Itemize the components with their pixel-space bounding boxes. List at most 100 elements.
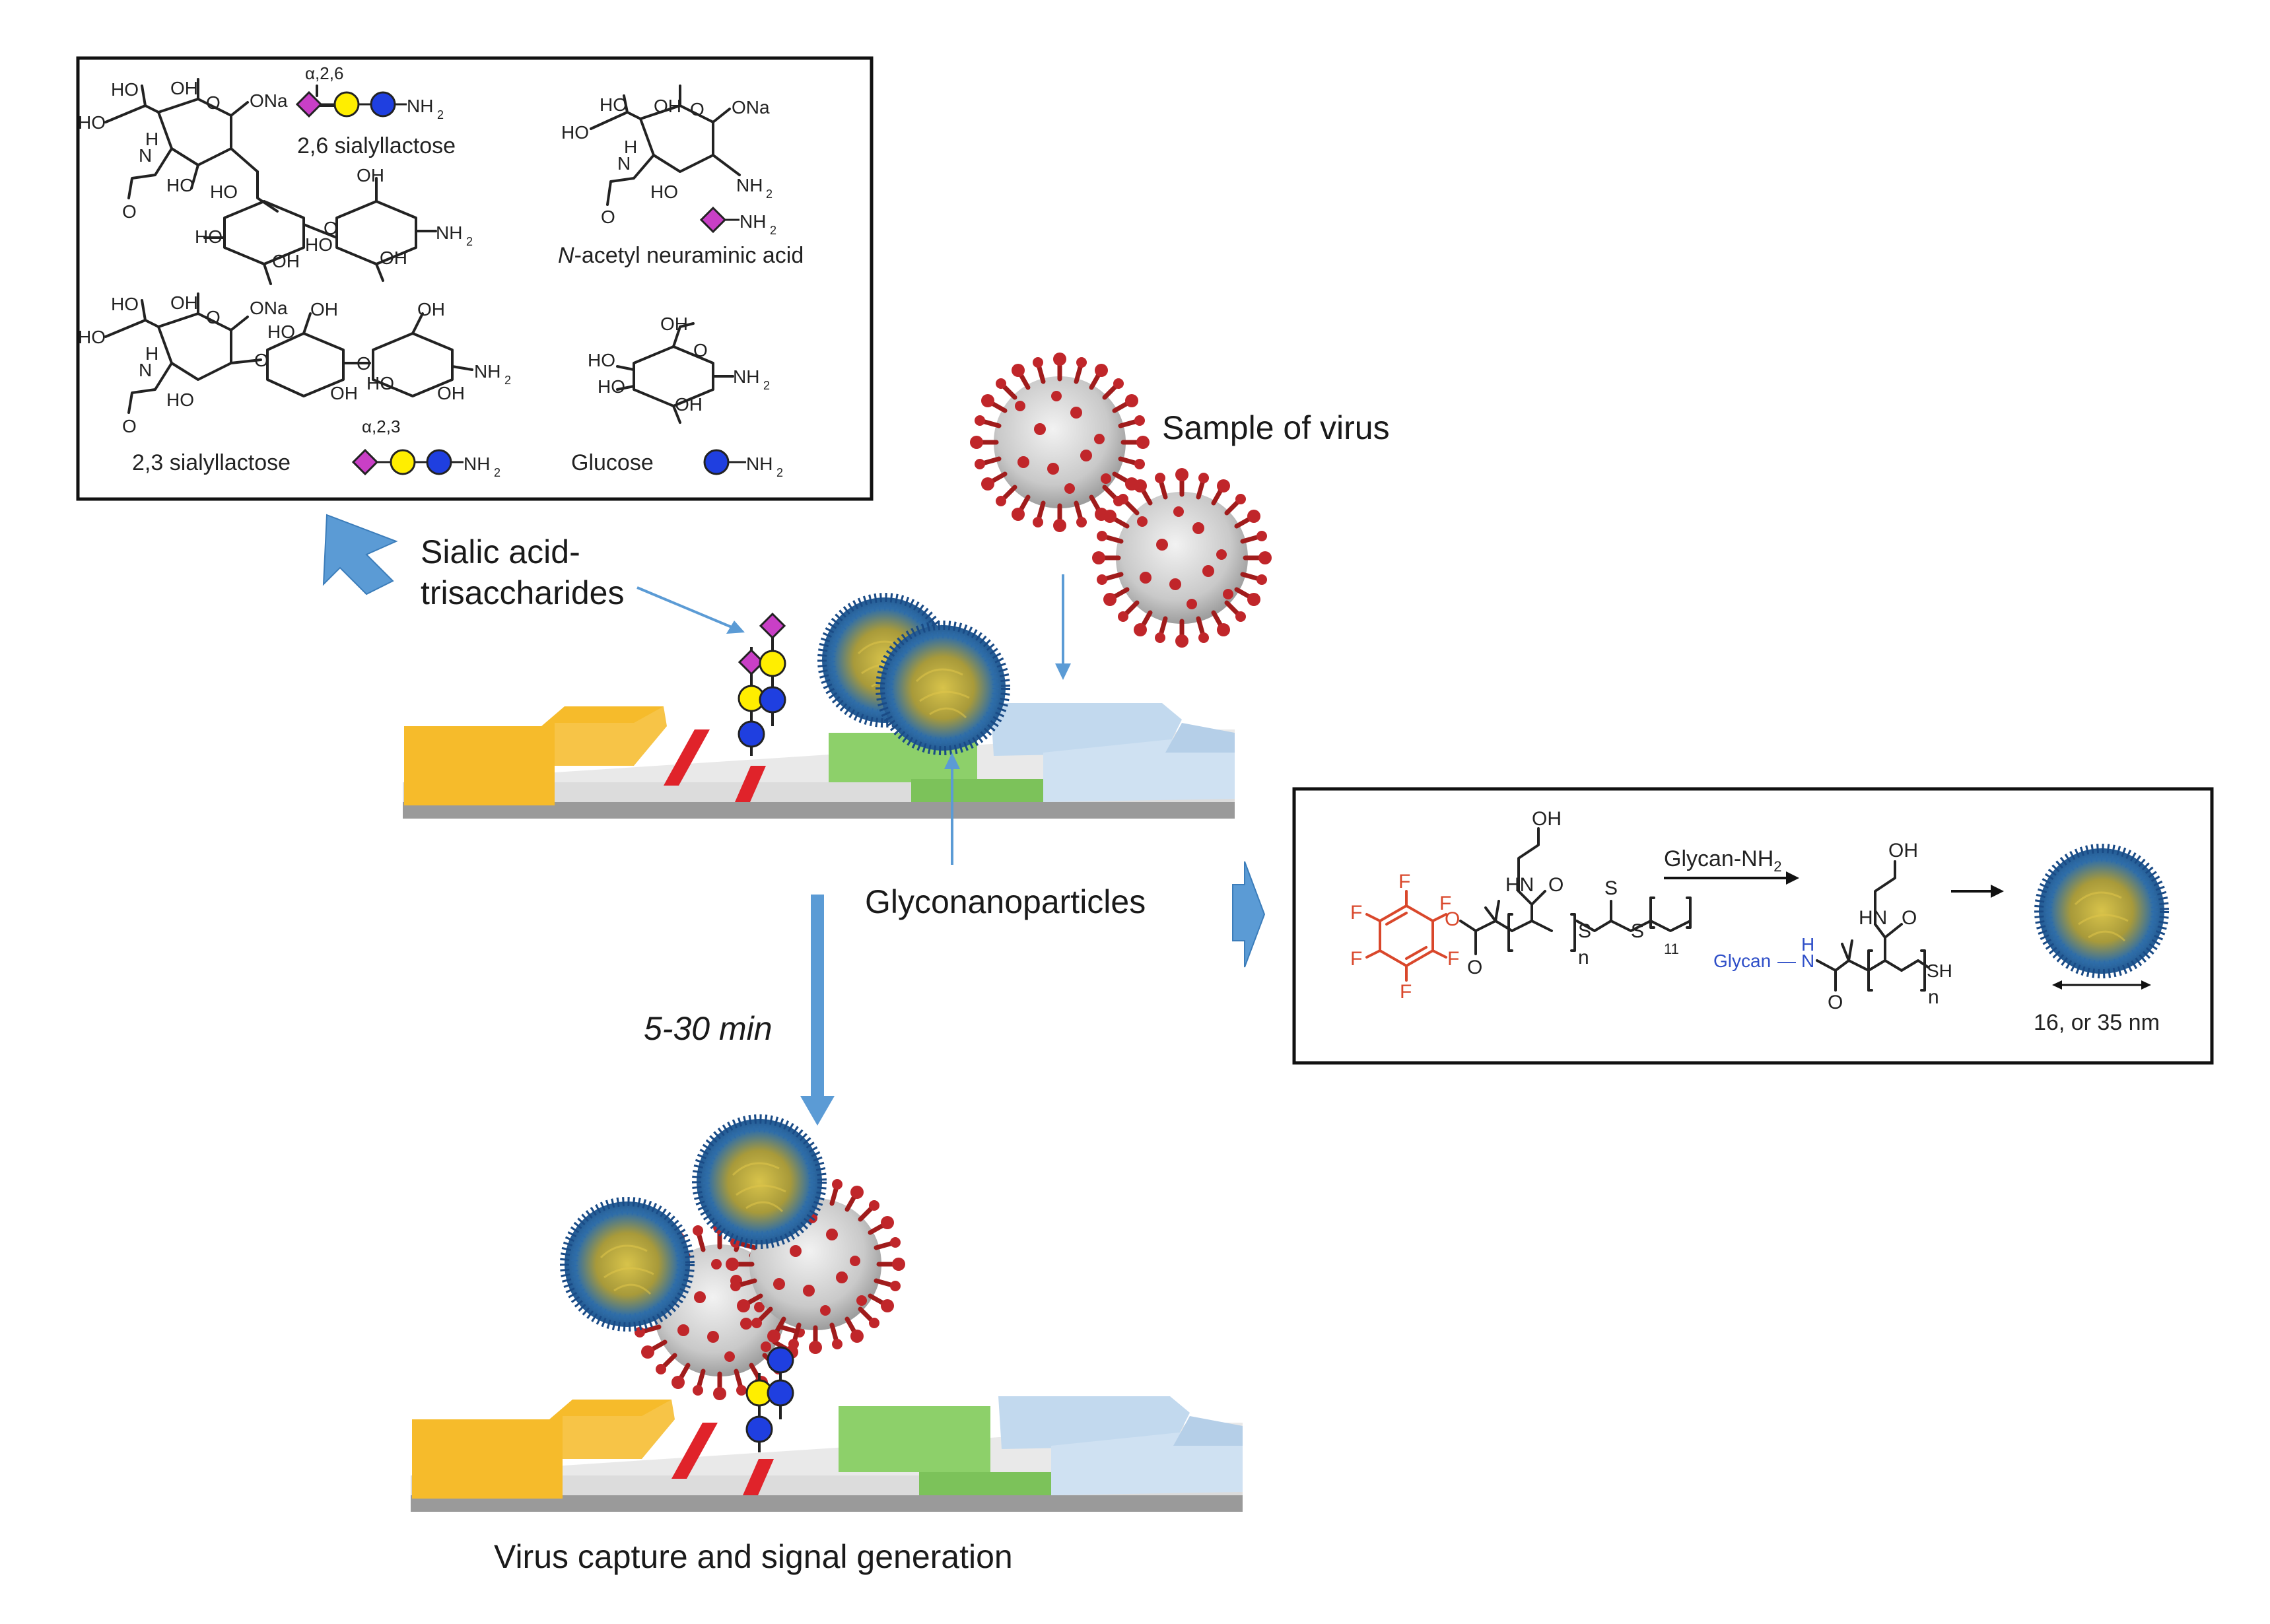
atom-label: NH <box>474 361 500 382</box>
atom-label: 11 <box>1664 941 1679 957</box>
atom-label: OH <box>272 251 300 271</box>
atom-label: O <box>206 92 221 113</box>
sialyllactose-2-6-name: 2,6 sialyllactose <box>297 133 456 158</box>
atom-label: F <box>1398 871 1410 893</box>
atom-label: S <box>1578 920 1591 942</box>
sialyllactose-2-3-structure: HO OH O ONa OH OH HO HO H N O HO O O OH … <box>78 292 511 479</box>
test-line <box>743 1459 774 1495</box>
reagent-label-main: Glycan-NH <box>1664 846 1773 871</box>
blue-circle-icon <box>370 91 396 118</box>
blue-circle-icon <box>738 720 765 748</box>
atom-label: HO <box>111 79 139 100</box>
sialic-trisaccharide-stack-top <box>738 612 786 756</box>
atom-label: HO <box>305 234 333 255</box>
nh2-subscript: 2 <box>437 108 444 121</box>
atom-label: H <box>145 343 158 364</box>
atom-label: O <box>1902 907 1917 929</box>
glyconanoparticle-2 <box>880 625 1006 751</box>
test-line <box>735 766 766 802</box>
atom-label: O <box>122 416 137 436</box>
glucose-name: Glucose <box>571 450 654 475</box>
lateral-flow-strip-bottom <box>411 1396 1243 1512</box>
atom-label: OH <box>1532 808 1562 830</box>
atom-label: HO <box>210 182 238 202</box>
magenta-diamond-icon <box>351 448 379 476</box>
blue-circle-icon <box>767 1346 794 1374</box>
atom-label: 2 <box>766 187 773 201</box>
glycan-text: Glycan <box>1713 951 1771 971</box>
sialyllactose-2-6-structure: HO OH O ONa HO H N O HO HO OH HO O OH HO… <box>78 63 473 285</box>
atom-label: O <box>601 207 615 227</box>
atom-label: HO <box>195 226 223 247</box>
atom-label: ONa <box>250 90 288 111</box>
atom-label: O <box>1828 992 1843 1013</box>
conjugate-pad <box>839 1406 990 1472</box>
atom-label: OH <box>380 248 407 268</box>
sialic-acid-label-line2: trisaccharides <box>421 574 624 611</box>
nh2-label: NH <box>746 454 773 474</box>
atom-label: OH <box>1888 840 1918 862</box>
blue-circle-icon <box>745 1415 773 1443</box>
nh2-label: NH <box>739 211 766 232</box>
sialyllactose-2-6-anomer: α,2,6 <box>305 63 343 83</box>
arrowhead-icon <box>1991 885 2004 898</box>
arrowhead-icon <box>944 753 960 769</box>
glycan-dash: — <box>1777 951 1796 971</box>
nh2-subscript: 2 <box>776 466 783 479</box>
atom-label: H <box>145 129 158 149</box>
glycan-polymer-structure: Glycan — H N O OH HN O SH n <box>1713 840 1952 1013</box>
arrowhead-icon <box>2141 980 2151 990</box>
block-arrow-to-synthesis-box <box>1232 861 1266 968</box>
atom-label: HO <box>366 373 394 393</box>
control-line <box>664 729 710 786</box>
arrowhead-icon <box>1786 871 1799 885</box>
particle-size-label: 16, or 35 nm <box>2034 1010 2160 1035</box>
reagent-label: Glycan-NH2 <box>1664 846 1782 875</box>
magenta-diamond-icon <box>759 612 786 640</box>
glycan-structures-panel: HO OH O ONa HO H N O HO HO OH HO O OH HO… <box>76 56 874 501</box>
atom-label: O <box>324 218 338 238</box>
lateral-flow-strip-top <box>403 703 1235 819</box>
atom-label: OH <box>170 292 198 313</box>
process-arrowhead-icon <box>800 1096 835 1126</box>
atom-label: HO <box>650 182 678 202</box>
atom-label: HO <box>588 350 615 370</box>
reagent-label-sub: 2 <box>1773 858 1781 875</box>
atom-label: OH <box>437 383 465 403</box>
atom-label: HO <box>600 94 627 115</box>
atom-label: F <box>1350 948 1362 970</box>
atom-label: N <box>139 145 152 166</box>
atom-label: S <box>1604 877 1618 899</box>
atom-label: S <box>1631 920 1644 942</box>
atom-label: HO <box>267 321 295 342</box>
bound-glyconanoparticle-1 <box>565 1201 690 1327</box>
atom-label: HO <box>598 376 625 397</box>
pentafluorophenyl-group: F F F F F F O <box>1350 871 1460 1003</box>
atom-label: HO <box>111 294 139 314</box>
arrowhead-icon <box>1055 663 1071 680</box>
nh2-subscript: 2 <box>770 224 776 237</box>
blue-circle-icon <box>426 449 452 475</box>
arrowhead-icon <box>2052 980 2062 990</box>
atom-label: OH <box>417 299 445 320</box>
atom-label: OH <box>357 165 384 186</box>
sample-of-virus-label: Sample of virus <box>1162 409 1390 446</box>
atom-label: O <box>1467 957 1482 978</box>
atom-label: HO <box>561 122 589 143</box>
glyconanoparticles-label: Glyconanoparticles <box>865 883 1146 920</box>
magenta-diamond-icon <box>295 90 323 118</box>
sialic-leader-line <box>636 586 740 632</box>
atom-label: O <box>122 201 137 222</box>
atom-label: OH <box>675 394 703 415</box>
atom-label: NH <box>733 366 759 387</box>
nh2-subscript: 2 <box>494 466 500 479</box>
atom-label: H <box>624 137 637 157</box>
neuraminic-acid-name-italic: N <box>558 243 574 268</box>
atom-label: n <box>1928 986 1939 1008</box>
virus-particle-1 <box>970 353 1150 532</box>
yellow-circle-icon <box>759 650 786 677</box>
atom-label: 2 <box>466 235 473 248</box>
nh2-label: NH <box>464 454 490 474</box>
sialic-acid-label-line1: Sialic acid- <box>421 533 580 570</box>
